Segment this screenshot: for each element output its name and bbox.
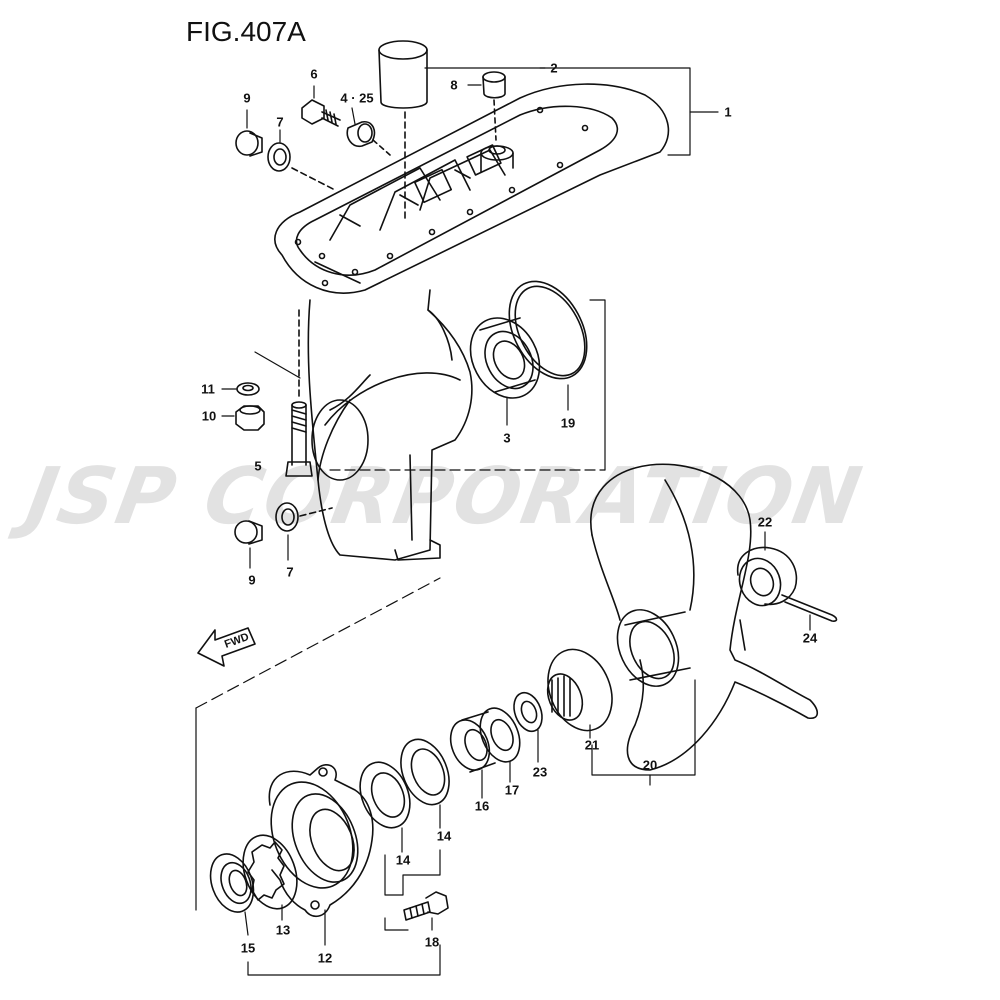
bracket-3-19	[329, 299, 606, 471]
callout-bracket-1	[424, 67, 719, 156]
part-24-cotter-pin	[781, 594, 838, 631]
callout-5: 5	[254, 458, 262, 474]
part-22-prop-nut	[736, 531, 798, 607]
callout-20: 20	[642, 757, 658, 773]
callout-13: 13	[275, 922, 291, 938]
callout-18: 18	[424, 934, 440, 950]
callout-1: 1	[724, 104, 732, 120]
bracket-10-11	[221, 351, 301, 417]
part-3-bearing	[469, 317, 541, 426]
callout-6: 6	[310, 66, 318, 82]
callout-23: 23	[532, 764, 548, 780]
callout-9-lower: 9	[248, 572, 256, 588]
callout-10: 10	[201, 408, 217, 424]
part-15-bearing	[209, 853, 255, 936]
callout-16: 16	[474, 798, 490, 814]
callout-24: 24	[802, 630, 818, 646]
part-10-nut	[235, 405, 265, 431]
part-14-oil-seal-outer	[400, 738, 450, 829]
assembly-frame	[195, 577, 441, 911]
part-19-o-ring	[508, 280, 588, 411]
part-17-spacer	[479, 707, 521, 783]
part-13-tab-washer	[242, 834, 298, 921]
part-4-25-grommet	[346, 107, 391, 156]
callout-17: 17	[504, 782, 520, 798]
bracket-20-21	[591, 679, 696, 786]
figure-title: FIG.407A	[186, 16, 306, 47]
callout-8: 8	[450, 77, 458, 93]
part-7-gasket-upper	[267, 129, 336, 191]
bracket-12-13-15	[247, 944, 441, 976]
callout-4-25: 4 · 25	[340, 90, 374, 106]
part-9-plug-lower	[234, 520, 263, 569]
callout-7-upper: 7	[276, 114, 284, 130]
callout-3: 3	[503, 430, 511, 446]
callout-2: 2	[550, 60, 558, 76]
part-6-bolt	[301, 85, 341, 127]
bracket-14	[384, 849, 441, 931]
part-7-gasket-lower	[275, 502, 333, 561]
callout-22: 22	[757, 514, 773, 530]
callout-7-lower: 7	[286, 564, 294, 580]
callout-11: 11	[201, 381, 215, 397]
part-5-stud-bolt	[285, 309, 313, 477]
part-14-oil-seal-inner	[359, 761, 411, 853]
callout-14-outer: 14	[436, 828, 452, 844]
part-18-bolt	[403, 891, 449, 931]
fwd-arrow-icon	[197, 627, 256, 667]
callout-15: 15	[240, 940, 256, 956]
part-16-thrust-ring	[449, 711, 496, 799]
callout-21: 21	[584, 737, 600, 753]
callout-12: 12	[317, 950, 333, 966]
callout-19: 19	[560, 415, 576, 431]
part-20-propeller	[590, 463, 819, 771]
part-11-washer	[236, 382, 260, 396]
callout-9-upper: 9	[243, 90, 251, 106]
part-8-bush	[467, 71, 506, 141]
callout-14-inner: 14	[395, 852, 411, 868]
part-21-bush	[546, 648, 613, 739]
part-12-bearing-housing	[268, 764, 374, 946]
part-9-plug-upper	[235, 109, 263, 157]
part-2-sleeve	[378, 40, 428, 221]
part-23-washer	[513, 691, 543, 763]
gear-case-housing	[274, 83, 670, 561]
